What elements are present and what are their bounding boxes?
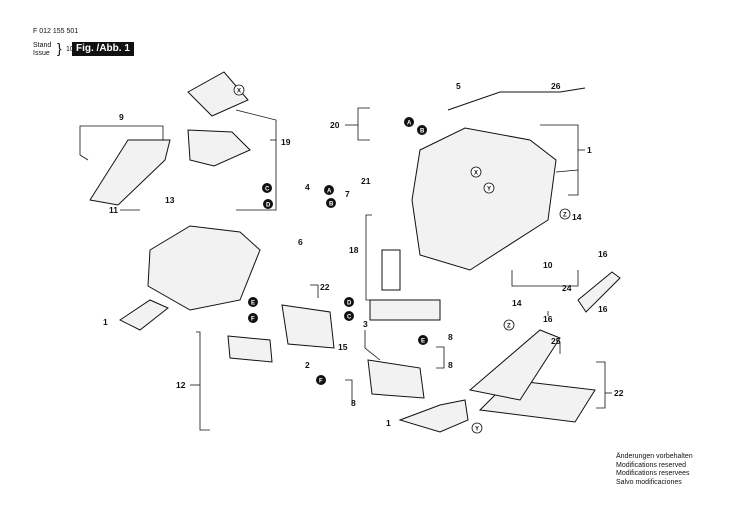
connector-x-right: X [470, 166, 482, 178]
part-label-2: 2 [305, 360, 310, 370]
connector-b-top: B [417, 125, 427, 135]
part-label-18-top: 16 [598, 249, 608, 259]
connector-y-top: Y [483, 182, 495, 194]
connector-c-mid: C [344, 311, 354, 321]
shoe-shape [119, 299, 169, 331]
part-label-21: 21 [361, 176, 371, 186]
part-label-7: 7 [345, 189, 350, 199]
note-en: Modifications reserved [616, 461, 687, 469]
svg-text:C: C [265, 187, 270, 193]
part-label-8-bottom: 8 [351, 398, 356, 408]
leader-lines [79, 107, 612, 431]
svg-text:B: B [420, 129, 425, 135]
part-label-1-topright: 1 [587, 145, 592, 155]
part-label-13: 13 [165, 195, 175, 205]
part-label-14-top: 14 [572, 212, 582, 222]
part-label-24: 24 [562, 283, 572, 293]
part-label-5: 5 [456, 81, 461, 91]
connector-markers: X A B X C D A B Z D C E F E F Z Y Y [233, 84, 571, 434]
svg-text:Z: Z [563, 213, 567, 219]
connector-d: D [263, 199, 273, 209]
part-label-4: 4 [305, 182, 310, 192]
part-label-6: 6 [298, 237, 303, 247]
svg-text:A: A [327, 189, 332, 195]
part-label-16: 19 [281, 137, 291, 147]
part-label-20: 20 [330, 120, 340, 130]
grip-bottom-shape [187, 129, 251, 167]
connector-z-bottom: Z [503, 319, 515, 331]
part-label-22-mid: 22 [320, 282, 330, 292]
svg-text:Y: Y [487, 187, 491, 193]
svg-text:F: F [319, 379, 323, 385]
figure-label: Fig. /Abb. 1 [72, 42, 134, 56]
svg-text:C: C [347, 315, 352, 321]
spring-shape [381, 249, 401, 291]
connector-d-mid: D [344, 297, 354, 307]
right-housing-shape [411, 127, 557, 271]
part-label-1-left: 1 [103, 317, 108, 327]
connector-x-top: X [233, 84, 245, 96]
connector-f-bottom: F [316, 375, 326, 385]
side-cover-shape [89, 139, 171, 206]
part-shapes [89, 71, 621, 433]
svg-text:E: E [251, 301, 255, 307]
part-label-11: 11 [109, 205, 118, 215]
part-label-26: 26 [551, 81, 561, 91]
svg-text:D: D [347, 301, 352, 307]
svg-text:A: A [407, 121, 412, 127]
part-label-25: 25 [551, 336, 561, 346]
svg-text:B: B [329, 202, 334, 208]
svg-text:E: E [421, 339, 425, 345]
svg-text:Z: Z [507, 324, 511, 330]
modifications-note: Änderungen vorbehalten Modifications res… [616, 453, 693, 487]
part-label-14-bottom: 14 [512, 298, 522, 308]
part-label-19: 18 [349, 245, 359, 255]
connector-c: C [262, 183, 272, 193]
part-labels: 9 19 20 5 26 1 21 4 7 13 11 6 18 14 16 1… [103, 81, 624, 428]
svg-text:Y: Y [475, 427, 479, 433]
switch-shape [227, 335, 273, 363]
svg-text:X: X [474, 171, 478, 177]
part-number: F 012 155 501 [33, 28, 79, 35]
part-label-22-right: 22 [614, 388, 624, 398]
part-label-3: 3 [363, 319, 368, 329]
part-label-8-mid: 8 [448, 360, 453, 370]
connector-e-right: E [418, 335, 428, 345]
part-label-9: 9 [119, 112, 124, 122]
svg-text:D: D [266, 203, 271, 209]
part-label-10: 10 [543, 260, 553, 270]
stator-shape [281, 304, 335, 349]
left-housing-shape [147, 225, 261, 311]
connector-e-left: E [248, 297, 258, 307]
connector-y-bottom: Y [471, 422, 483, 434]
issue-label: Issue [33, 50, 50, 57]
part-label-8-top: 8 [448, 332, 453, 342]
svg-text:X: X [237, 89, 241, 95]
connector-f-left: F [248, 313, 258, 323]
part-label-12: 12 [176, 380, 186, 390]
grip-top-shape [187, 71, 249, 117]
planer-plate-shape [369, 299, 441, 321]
note-de: Änderungen vorbehalten [616, 453, 693, 460]
armature-shape [367, 359, 425, 399]
connector-a-mid: A [324, 185, 334, 195]
belt-cover-shape [468, 329, 561, 401]
note-es: Salvo modificaciones [616, 478, 682, 486]
svg-text:F: F [251, 317, 255, 323]
part-label-1-bottom: 1 [386, 418, 391, 428]
connector-a-top: A [404, 117, 414, 127]
connector-b-mid: B [326, 198, 336, 208]
part-label-15: 15 [338, 342, 348, 352]
stand-label: Stand [33, 42, 52, 49]
part-label-18-right: 16 [598, 304, 608, 314]
belt-shape [577, 271, 621, 313]
note-fr: Modifications reservees [616, 470, 690, 477]
brace-icon: } [57, 40, 62, 56]
cord-shape [447, 87, 586, 111]
deflector-shape [398, 399, 469, 433]
connector-z-top: Z [559, 208, 571, 220]
part-label-18-bottom: 16 [543, 314, 553, 324]
